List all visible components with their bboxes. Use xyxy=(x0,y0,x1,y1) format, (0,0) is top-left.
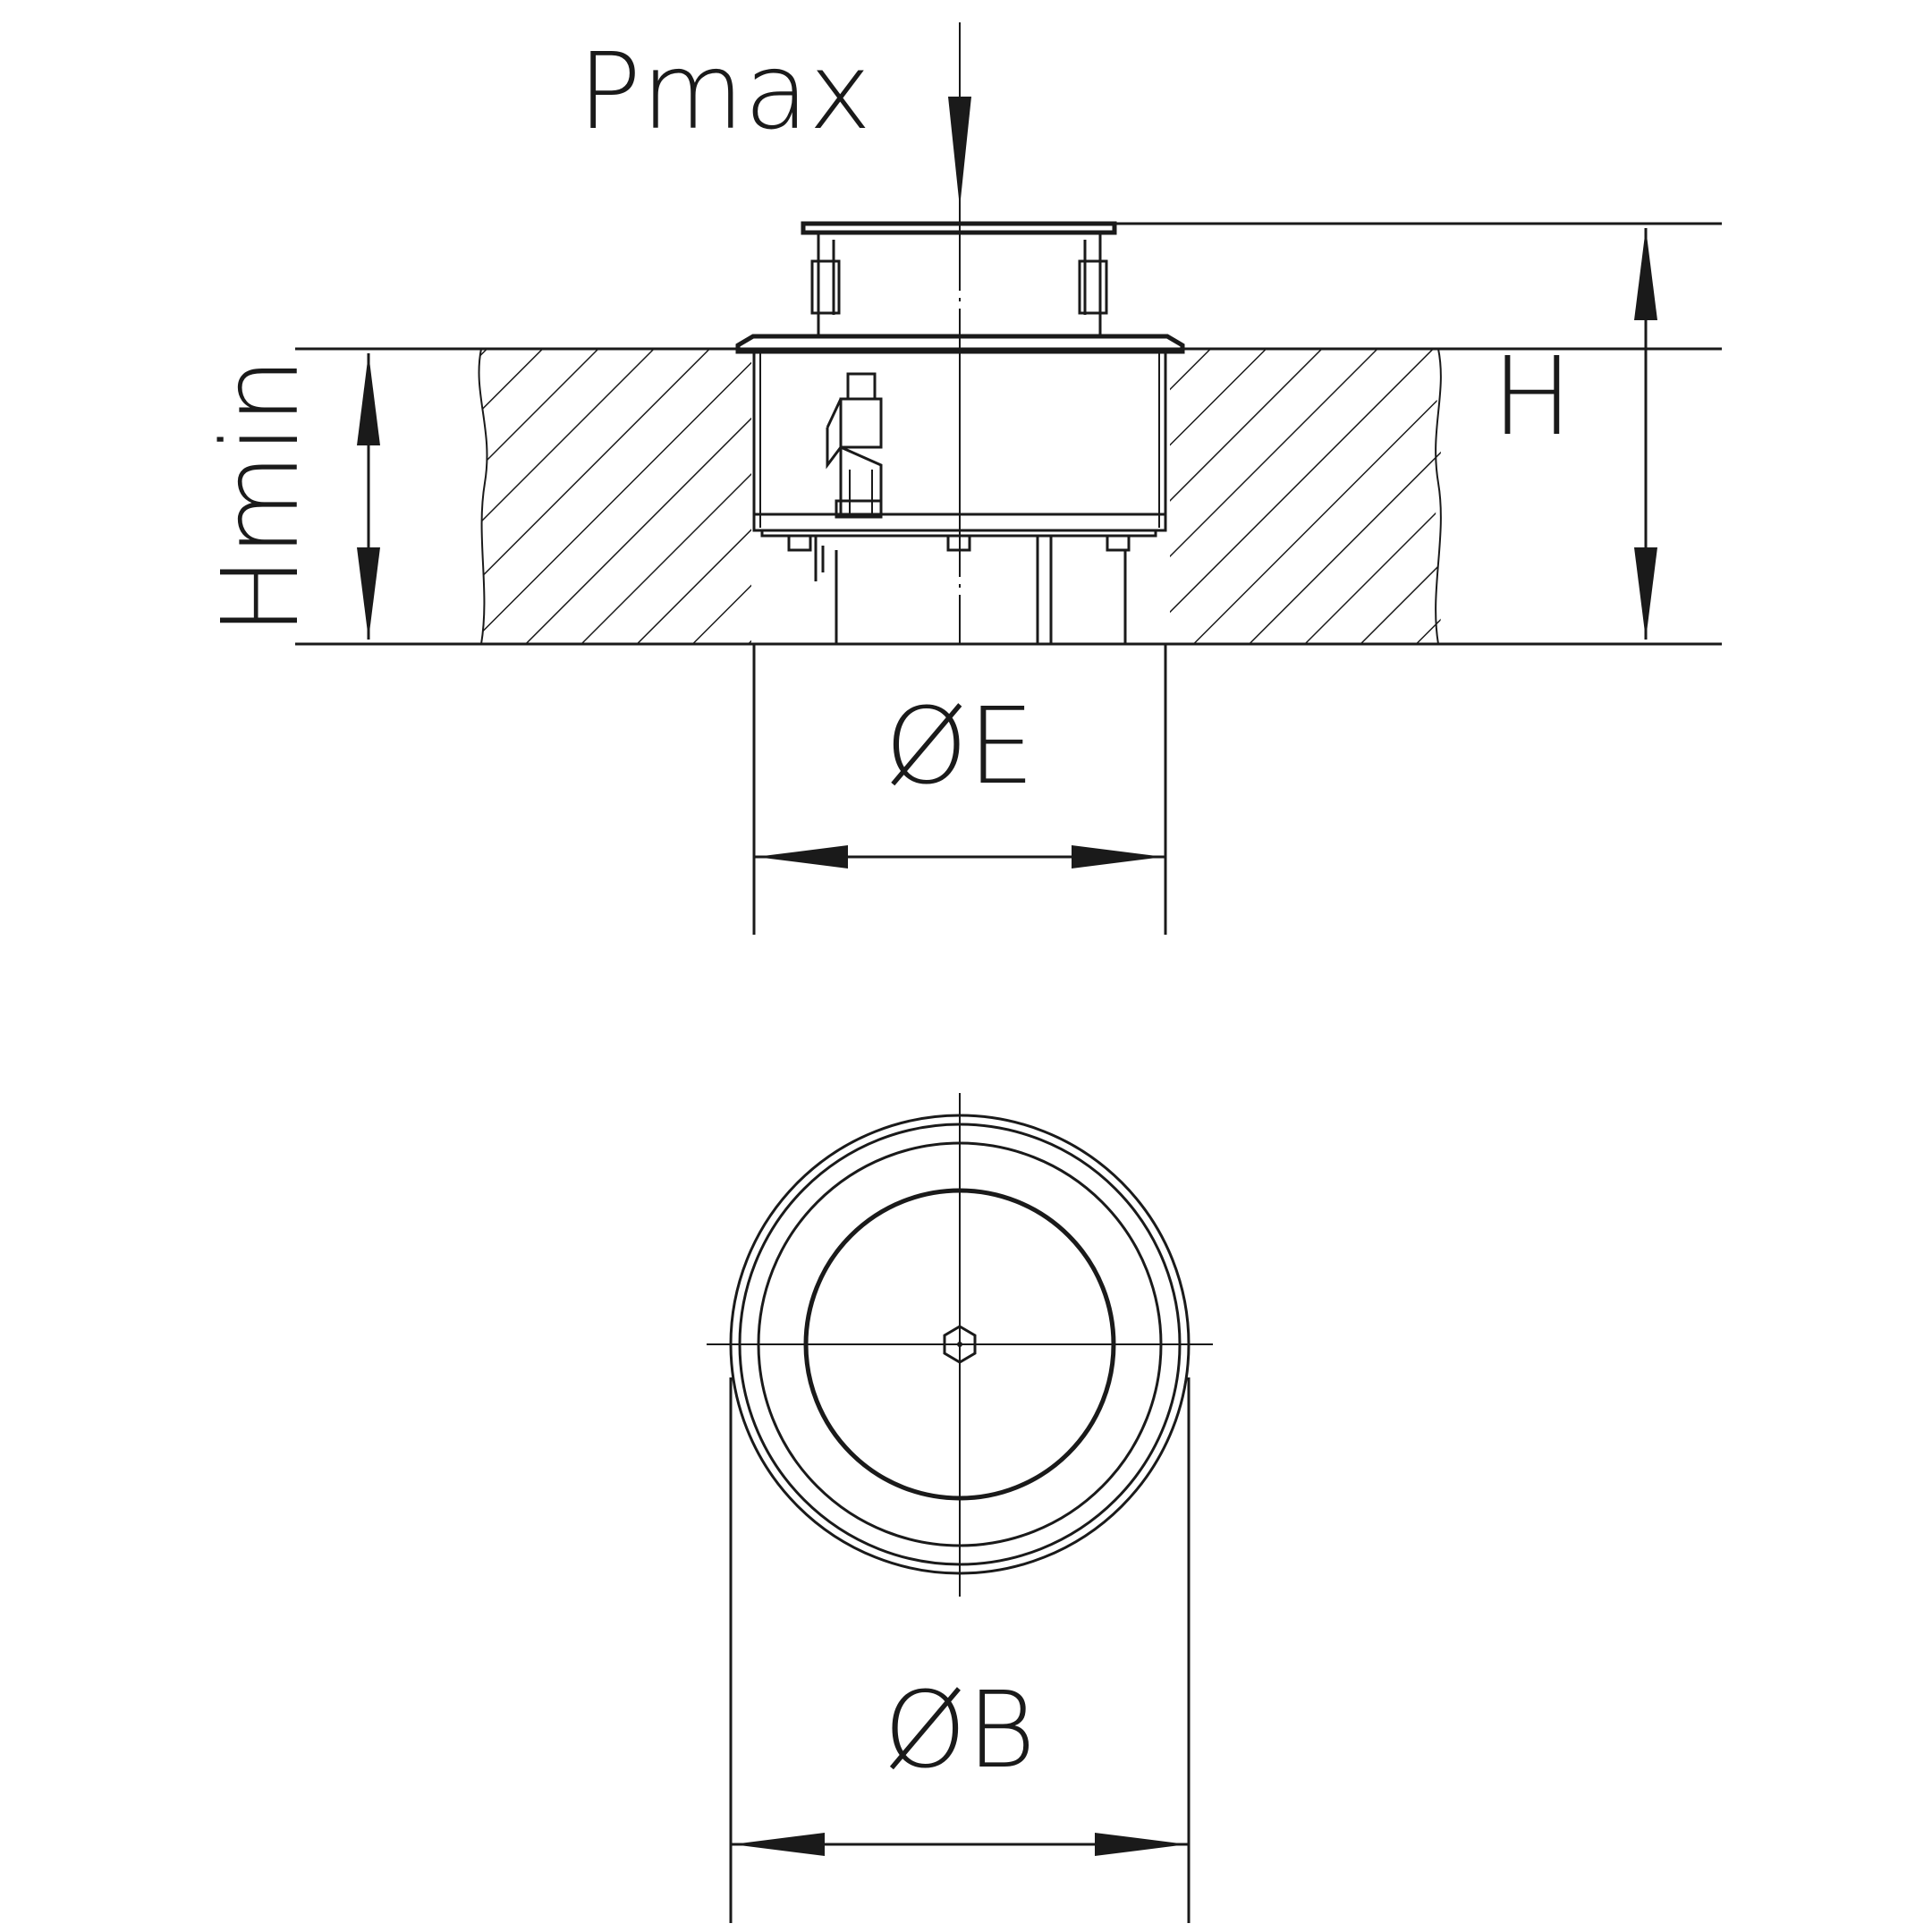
pmax-arrow xyxy=(948,97,971,208)
socket-section xyxy=(735,22,1185,644)
pmax-label: Pmax xyxy=(578,30,871,153)
hmin-dimension xyxy=(357,353,380,640)
e-dimension xyxy=(752,644,1167,935)
b-label: ØB xyxy=(884,1668,1036,1792)
hmin-label: Hmin xyxy=(199,357,322,635)
plan-view xyxy=(707,1093,1213,1597)
centre-hex xyxy=(943,1325,977,1364)
e-label: ØE xyxy=(885,684,1034,808)
h-label: H xyxy=(1492,335,1572,460)
worktop-left-hatch xyxy=(479,349,751,644)
b-dimension xyxy=(729,1377,1191,1923)
worktop-right-hatch xyxy=(1170,349,1441,644)
worktop-section xyxy=(295,347,1722,646)
flange xyxy=(735,334,1185,354)
h-dimension xyxy=(1114,222,1722,640)
socket-insert xyxy=(826,372,883,519)
